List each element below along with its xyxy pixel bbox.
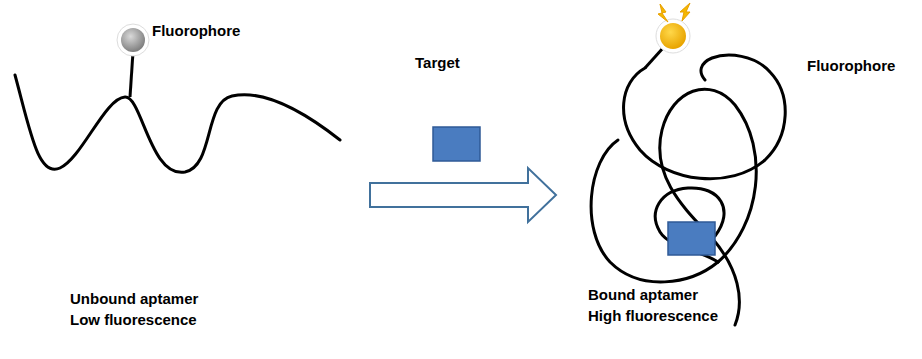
emission-mark: [680, 3, 690, 21]
aptamer-folded: [591, 55, 785, 325]
state-caption: Bound aptamer High fluorescence: [588, 284, 733, 326]
linker: [645, 48, 663, 68]
fluorophore-bright: [656, 19, 690, 53]
fluorophore-dark: [117, 24, 149, 56]
fluorophore-label: Fluorophore: [152, 20, 240, 41]
target-label: Target: [415, 52, 460, 73]
emission-mark: [658, 4, 668, 22]
fluorophore-label: Fluorophore: [807, 55, 895, 76]
target-square: [668, 222, 715, 255]
fluorophore-dark: [121, 28, 145, 52]
state-caption: Unbound aptamer Low fluorescence: [70, 288, 212, 330]
linker: [130, 52, 133, 97]
target-square: [433, 127, 480, 161]
reaction-arrow: [370, 168, 556, 222]
fluorophore-bright: [660, 23, 686, 49]
aptamer-strand: [15, 75, 340, 172]
